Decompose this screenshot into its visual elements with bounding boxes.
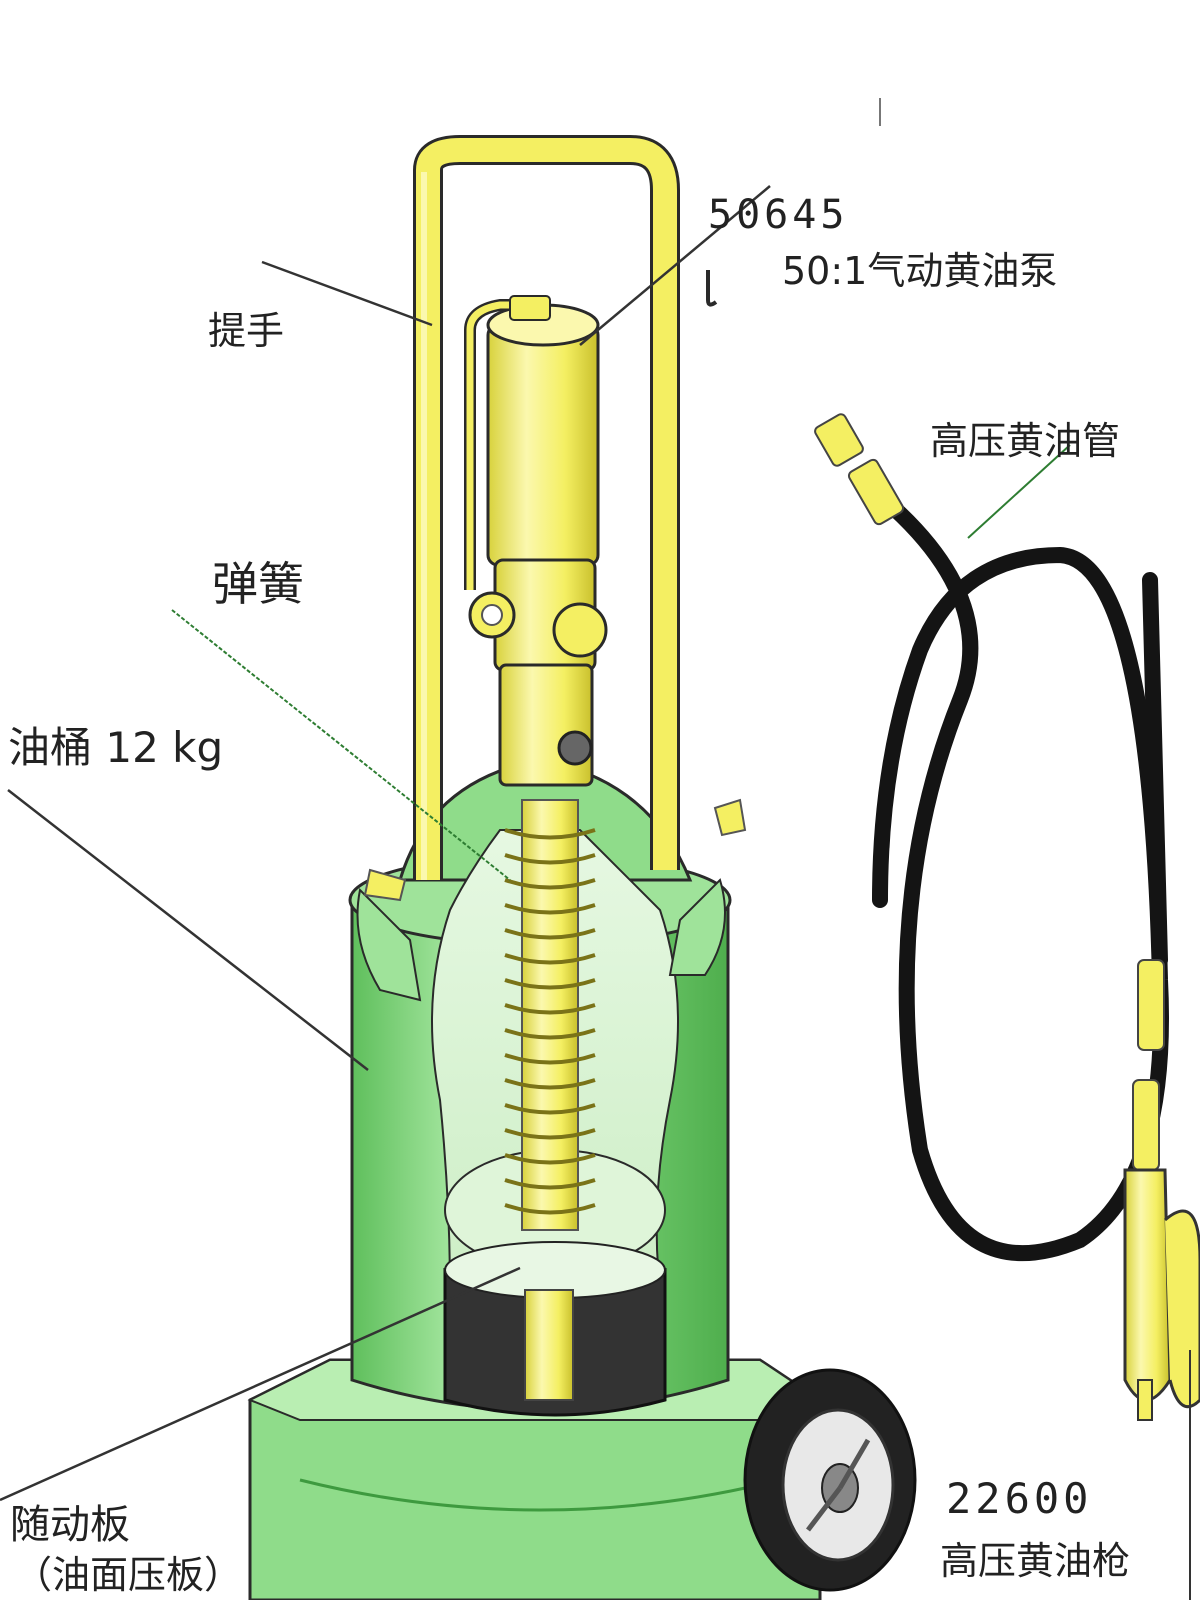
label-spring: 弹簧	[212, 557, 304, 611]
leader-lines	[0, 98, 1191, 1600]
leader-drum	[7, 789, 369, 1071]
leader-pump	[579, 185, 771, 346]
spring	[504, 799, 596, 1231]
label-handle: 提手	[208, 309, 285, 353]
leader-handle	[261, 260, 433, 327]
label-drum: 油桶 12 kg	[8, 723, 224, 772]
wheel	[743, 1368, 917, 1592]
leader-spring	[171, 609, 511, 881]
label-hose: 高压黄油管	[930, 419, 1121, 463]
label-pump-code: 50645	[708, 192, 849, 238]
grease-gun	[1123, 1079, 1200, 1421]
label-follower-plate-sub: （油面压板）	[14, 1553, 243, 1597]
air-pump	[464, 270, 718, 787]
label-gun-name: 高压黄油枪	[940, 1539, 1131, 1583]
label-follower-plate: 随动板	[10, 1502, 130, 1548]
leader-hose	[967, 444, 1071, 539]
handle	[413, 135, 680, 880]
leader-follower	[0, 1266, 521, 1502]
label-gun-code: 22600	[946, 1474, 1093, 1523]
label-pump-name: 50:1气动黄油泵	[782, 249, 1058, 293]
high-pressure-hose	[814, 413, 1169, 1262]
